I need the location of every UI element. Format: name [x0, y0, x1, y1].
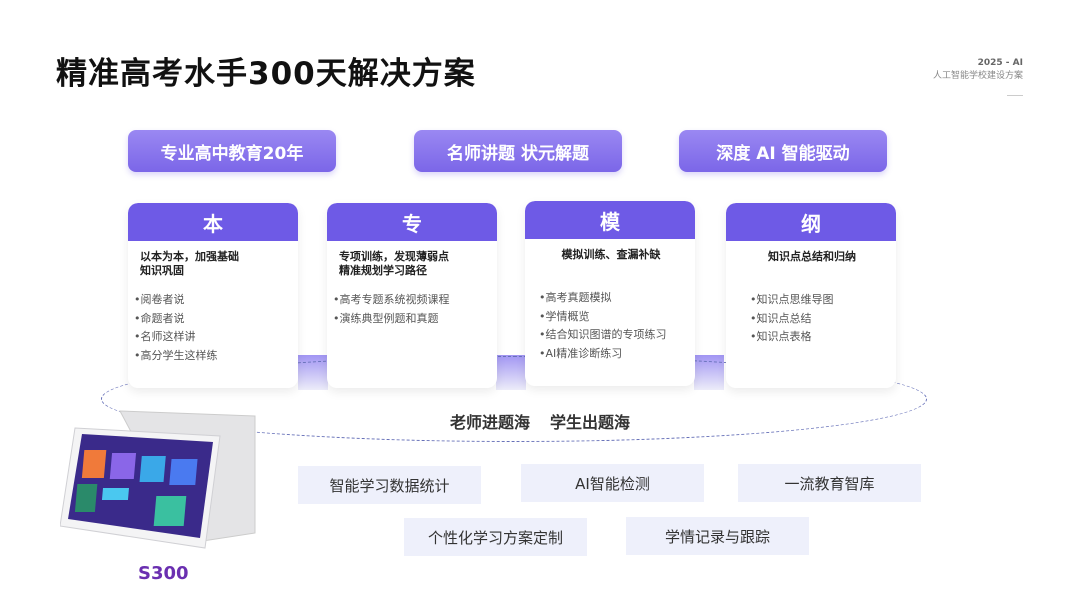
- page-title: 精准高考水手300天解决方案: [56, 56, 476, 92]
- corner-divider: [1007, 95, 1023, 96]
- feature-ai-detect: AI智能检测: [521, 464, 704, 502]
- list-item: •名师这样讲: [134, 330, 196, 343]
- card-header: 纲: [726, 203, 896, 241]
- pill-teachers: 名师讲题 状元解题: [414, 130, 622, 172]
- card-ben: 本 以本为本，加强基础 知识巩固 •阅卷者说 •命题者说 •名师这样讲 •高分学生这样…: [128, 203, 298, 388]
- list-item: •知识点表格: [750, 330, 812, 343]
- card-header: 模: [525, 201, 695, 239]
- slogan-student: 学生出题海: [550, 413, 631, 432]
- corner-year: 2025 - AI: [977, 58, 1023, 68]
- list-item: •知识点思维导图: [750, 293, 834, 306]
- slogan: 老师进题海 学生出题海: [0, 409, 1080, 433]
- list-item: •高考真题模拟: [539, 291, 612, 304]
- corner-label: 2025 - AI 人工智能学校建设方案: [932, 57, 1023, 96]
- pill-experience: 专业高中教育20年: [128, 130, 336, 172]
- card-header: 本: [128, 203, 298, 241]
- list-item: •命题者说: [134, 311, 185, 325]
- list-item: •AI精准诊断练习: [539, 346, 623, 360]
- card-subtitle: 知识点总结和归纳: [768, 250, 856, 263]
- list-item: •高分学生这样练: [134, 348, 218, 362]
- feature-learning-record: 学情记录与跟踪: [626, 517, 809, 555]
- feature-think-tank: 一流教育智库: [738, 464, 921, 502]
- card-subtitle: 模拟训练、查漏补缺: [561, 248, 661, 261]
- tablet-image: [60, 410, 256, 549]
- feature-data-stats: 智能学习数据统计: [298, 466, 481, 504]
- card-subtitle: 专项训练，发现薄弱点 精准规划学习路径: [339, 250, 449, 277]
- list-item: •高考专题系统视频课程: [333, 293, 450, 306]
- card-mo: 模 模拟训练、查漏补缺 •高考真题模拟 •学情概览 •结合知识图谱的专项练习 •AI精…: [525, 201, 695, 386]
- dashed-ellipse: [101, 356, 927, 442]
- feature-personalized-plan: 个性化学习方案定制: [404, 518, 587, 556]
- list-item: •知识点总结: [750, 311, 812, 325]
- card-gang: 纲 知识点总结和归纳 •知识点思维导图 •知识点总结 •知识点表格: [726, 203, 896, 388]
- list-item: •学情概览: [539, 309, 590, 323]
- card-header: 专: [327, 203, 497, 241]
- list-item: •结合知识图谱的专项练习: [539, 328, 667, 341]
- list-item: •演练典型例题和真题: [333, 311, 439, 325]
- pill-ai: 深度 AI 智能驱动: [679, 130, 887, 172]
- card-subtitle: 以本为本，加强基础 知识巩固: [140, 250, 239, 277]
- corner-subtitle: 人工智能学校建设方案: [932, 71, 1023, 81]
- list-item: •阅卷者说: [134, 293, 185, 306]
- device-model: S300: [138, 563, 189, 584]
- slogan-teacher: 老师进题海: [449, 413, 530, 432]
- card-zhuan: 专 专项训练，发现薄弱点 精准规划学习路径 •高考专题系统视频课程 •演练典型例题…: [327, 203, 497, 388]
